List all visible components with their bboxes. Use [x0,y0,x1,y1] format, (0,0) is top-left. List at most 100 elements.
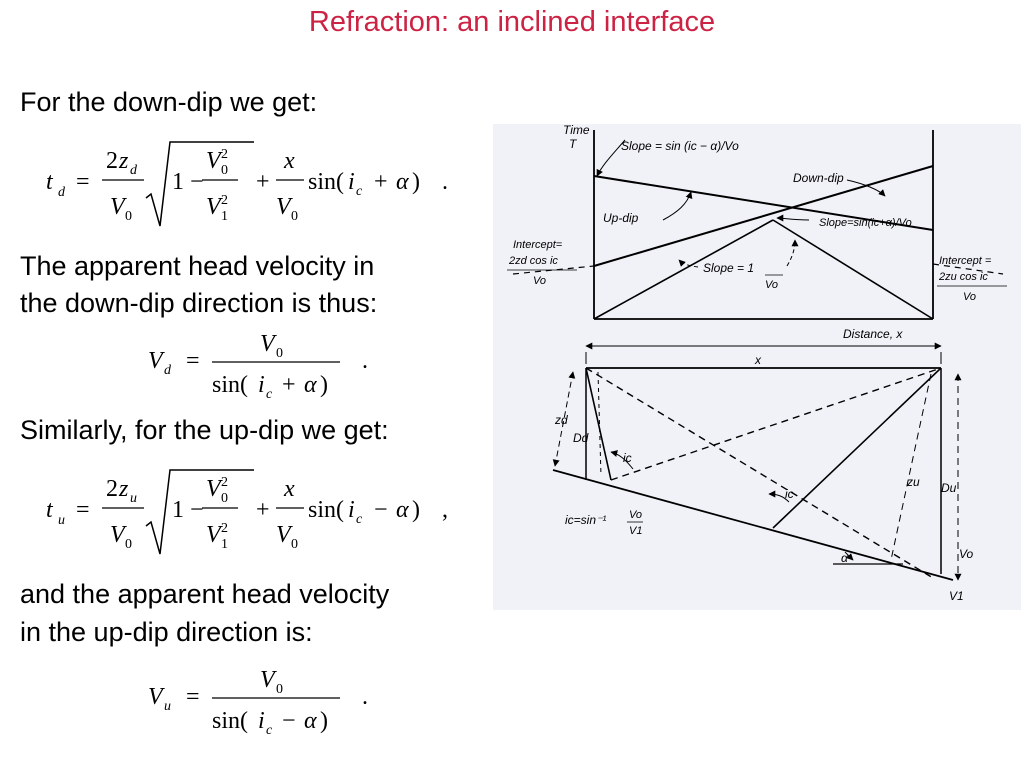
eq-vu-close: ) [320,708,328,734]
eq-td-num-sub: d [130,163,138,178]
eq-td-inner-num-var: V [206,148,223,174]
direct-wave-right [772,219,934,320]
eq-tu-num-sub: u [130,491,137,506]
intercept-right-dash [932,263,1004,275]
ray-head-dashed [610,367,942,481]
slide-title: Refraction: an inclined interface [308,6,716,38]
eq-td-inner-num-sup: 2 [221,147,228,162]
equation-vu: V u = V 0 sin( i c − α ) . [148,667,368,738]
fig-x-label: x [754,353,762,367]
normal-left [597,371,602,477]
text-down-dip-intro: For the down-dip we get: [20,87,318,117]
eq-tu-x-num: x [283,476,295,502]
dipping-interface [552,469,954,581]
fig-ic-formula-den: V1 [629,525,642,537]
fig-ic-left: ic [623,451,632,465]
eq-vd-sin-open: sin( [212,372,248,398]
eq-tu-alpha: α [396,497,409,523]
eq-vu-end-punct: . [362,684,368,710]
eq-td-inner-den-sup: 2 [221,193,228,208]
eq-tu-den-var: V [110,522,127,548]
eq-td-plus: + [256,169,270,195]
eq-td-close: ) [412,169,420,195]
eq-tu-one-minus: 1 − [172,497,204,523]
eq-vd-equals: = [186,348,200,374]
fig-intercept-left-2: 2zd cos ic [508,255,558,267]
eq-vd-ic-var: i [258,372,265,398]
zd-dim [552,371,576,467]
eq-td-op: + [374,169,388,195]
eq-td-lhs-sub: d [58,185,66,200]
eq-td-one-minus: 1 − [172,169,204,195]
intercept-left-dash [512,265,595,275]
eq-td-sqrt [145,141,254,227]
ray-up-dashed [585,367,934,579]
eq-vu-ic-sub: c [266,723,273,738]
text-apparent-up-2: in the up-dip direction is: [20,617,313,647]
fig-Du: Du [941,481,957,495]
fig-distance: Distance, x [843,327,903,341]
eq-tu-lhs-sub: u [58,513,65,528]
fig-slope-right: Slope=sin(ic+α)/Vo [819,217,912,229]
eq-td-den-sub: 0 [125,209,132,224]
eq-tu-den-sub: 0 [125,537,132,552]
eq-tu-plus: + [256,497,270,523]
eq-vd-lhs-sub: d [164,363,172,378]
zu-dim [890,373,932,561]
eq-td-num-var: z [118,148,129,174]
eq-vd-num-var: V [260,331,277,357]
eq-vd-ic-sub: c [266,387,273,402]
eq-tu-equals: = [76,497,90,523]
eq-td-equals: = [76,169,90,195]
eq-td-x-den-var: V [276,194,293,220]
eq-tu-end-punct: , [442,497,448,523]
eq-vd-alpha: α [304,372,317,398]
text-apparent-down-1: The apparent head velocity in [20,251,375,281]
eq-tu-inner-num-sup: 2 [221,475,228,490]
fig-slope-top: Slope = sin (ic − α)/Vo [621,139,739,153]
fig-up-dip: Up-dip [603,211,639,225]
eq-tu-sin-open: sin( [308,497,344,523]
eq-tu-sqrt [145,469,254,555]
fig-intercept-left-3: Vo [533,275,546,287]
eq-td-inner-den-var: V [206,194,223,220]
equation-td: t d = 2 z d V 0 1 − V 2 0 V 2 1 + x V 0 … [46,141,448,227]
eq-tu-x-den-sub: 0 [291,537,298,552]
fig-ic-formula: ic=sin⁻¹ [565,513,606,527]
eq-vd-end-punct: . [362,348,368,374]
text-up-dip-intro: Similarly, for the up-dip we get: [20,415,389,445]
eq-vd-lhs: V [148,348,165,374]
eq-vd-close: ) [320,372,328,398]
eq-td-num-coef: 2 [106,148,118,174]
eq-tu-inner-num-var: V [206,476,223,502]
fig-v0: Vo [959,547,974,561]
equation-tu: t u = 2 z u V 0 1 − V 2 0 V 2 1 + x V 0 … [46,469,448,555]
eq-tu-ic-var: i [348,497,355,523]
fig-intercept-right-2: 2zu cos ic [938,271,988,283]
fig-ic-mid: ic [785,487,794,501]
eq-td-den-var: V [110,194,127,220]
ray-down-leg [585,367,612,481]
fig-Dd: Dd [573,431,589,445]
fig-down-dip: Down-dip [793,171,844,185]
eq-td-alpha: α [396,169,409,195]
eq-vd-num-sub: 0 [276,346,283,361]
eq-td-inner-den-sub: 1 [221,209,228,224]
eq-td-sin-open: sin( [308,169,344,195]
eq-td-ic-var: i [348,169,355,195]
eq-tu-inner-den-sub: 1 [221,537,228,552]
text-apparent-down-2: the down-dip direction is thus: [20,288,378,318]
eq-td-end-punct: . [442,169,448,195]
eq-vu-alpha: α [304,708,317,734]
eq-tu-inner-den-sup: 2 [221,521,228,536]
fig-time-symbol: T [569,137,578,151]
fig-slope-mid-den: Vo [765,279,778,291]
direct-wave-left [593,219,774,320]
fig-v1: V1 [949,589,964,603]
up-dip-head-wave [593,165,934,267]
eq-td-x-num: x [283,148,295,174]
fig-intercept-right-3: Vo [963,291,976,303]
fig-intercept-left-1: Intercept= [513,239,563,251]
refraction-diagram: Time T Slope = sin (ic − α)/Vo Down-dip … [493,124,1021,610]
eq-tu-lhs: t [46,497,54,523]
